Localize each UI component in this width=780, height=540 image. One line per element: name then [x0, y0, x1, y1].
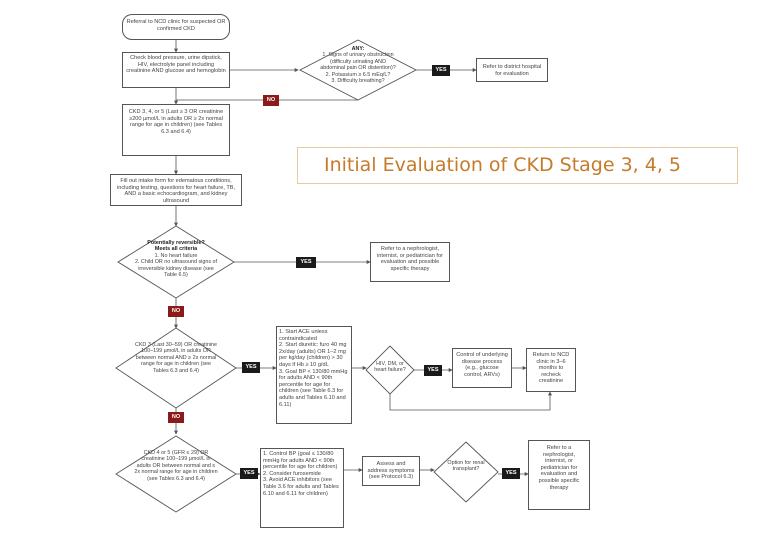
yes-tag-any: YES: [432, 65, 450, 76]
fill-intake-box: Fill out intake form for edematous condi…: [110, 174, 242, 206]
decision-hiv-diamond: [365, 345, 415, 395]
ckd45-action: 1. Control BP (goal ≤ 130/80 mmHg for ad…: [263, 451, 338, 471]
referral-text: Referral to NCD clinic for suspected OR …: [126, 19, 226, 32]
control-process-box: Control of underlying disease process (e…: [452, 348, 512, 388]
referral-box: Referral to NCD clinic for suspected OR …: [122, 14, 230, 40]
refer-hospital-text: Refer to district hospital for evaluatio…: [482, 64, 542, 77]
decision-ckd45-diamond: [115, 435, 237, 513]
no-tag-ckd3: NO: [168, 412, 184, 423]
decision-transplant-diamond: [433, 441, 499, 503]
ckd45-actions-list: 1. Control BP (goal ≤ 130/80 mmHg for ad…: [263, 451, 341, 497]
ckd345-text: CKD 3, 4, or 5 (Last ≥ 3 OR creatinine ≥…: [128, 109, 224, 135]
refer-hospital-box: Refer to district hospital for evaluatio…: [476, 58, 548, 82]
yes-tag-reversible: YES: [296, 257, 316, 268]
no-tag-reversible: NO: [168, 306, 184, 317]
any-decision-text: ANY: 1. Signs of urinary obstruction (di…: [318, 46, 398, 84]
slide-title-box: Initial Evaluation of CKD Stage 3, 4, 5: [297, 147, 738, 184]
reversible-subheading: Meets all criteria: [154, 246, 198, 253]
hiv-question-text: HIV, DM, or heart failure?: [374, 361, 406, 374]
ckd3-actions-box: 1. Start ACE unless contraindicated 2. S…: [276, 326, 352, 424]
ckd45-text: CKD 4 or 5 (GFR ≤ 29) OR creatinine 100–…: [134, 450, 218, 482]
assess-symptoms-text: Assess and address symptoms (see Protoco…: [367, 461, 415, 481]
yes-tag-transplant: YES: [502, 468, 520, 479]
any-heading: ANY:: [351, 46, 365, 52]
initial-workup-text: Check blood pressure, urine dipstick, HI…: [126, 55, 226, 75]
refer-final-box: Refer to a nephrologist, internist, or p…: [528, 440, 590, 510]
initial-workup-box: Check blood pressure, urine dipstick, HI…: [122, 52, 230, 88]
transplant-text: Option for renal transplant?: [447, 460, 485, 473]
reversible-decision-text: Potentially reversible? Meets all criter…: [134, 240, 218, 278]
any-item: 3. Difficulty breathing?: [331, 78, 385, 85]
assess-symptoms-box: Assess and address symptoms (see Protoco…: [362, 456, 420, 486]
ckd3-text: CKD 3 (Last 30–59) OR creatinine 100–199…: [134, 342, 218, 374]
ckd45-actions-box: 1. Control BP (goal ≤ 130/80 mmHg for ad…: [260, 448, 344, 528]
ckd45-decision-text: CKD 4 or 5 (GFR ≤ 29) OR creatinine 100–…: [134, 450, 218, 482]
yes-tag-hiv: YES: [424, 365, 442, 376]
refer-nephro-box: Refer to a nephrologist, internist, or p…: [370, 242, 450, 282]
yes-tag-ckd3: YES: [242, 362, 260, 373]
decision-ckd3-diamond: [115, 327, 237, 409]
ckd3-decision-text: CKD 3 (Last 30–59) OR creatinine 100–199…: [134, 342, 218, 374]
ckd3-action: 1. Start ACE unless contraindicated: [279, 329, 328, 342]
return-ncd-text: Return to NCD clinic in 3–6 months to re…: [532, 352, 570, 385]
any-item: 1. Signs of urinary obstruction (difficu…: [320, 52, 396, 72]
no-tag-any: NO: [263, 95, 279, 106]
any-item: 2. Potassium ≥ 6.5 mEq/L?: [325, 71, 391, 78]
ckd3-action: 2. Start diuretic: furo 40 mg 2x/day (ad…: [279, 342, 347, 368]
transplant-decision-text: Option for renal transplant?: [446, 460, 486, 473]
yes-tag-ckd45: YES: [240, 468, 258, 479]
reversible-item: 1. No heart failure: [154, 252, 198, 259]
refer-nephro-text: Refer to a nephrologist, internist, or p…: [377, 246, 443, 272]
refer-final-text: Refer to a nephrologist, internist, or p…: [538, 445, 580, 491]
reversible-heading: Potentially reversible?: [147, 240, 205, 246]
fill-intake-text: Fill out intake form for edematous condi…: [116, 178, 236, 204]
slide-title: Initial Evaluation of CKD Stage 3, 4, 5: [324, 154, 682, 176]
hiv-decision-text: HIV, DM, or heart failure?: [372, 361, 408, 374]
control-process-text: Control of underlying disease process (e…: [456, 352, 508, 378]
ckd45-action: 3. Avoid ACE inhibitors (see Table 3.6 f…: [263, 477, 339, 497]
ckd345-box: CKD 3, 4, or 5 (Last ≥ 3 OR creatinine ≥…: [122, 104, 230, 156]
decision-any-diamond: [299, 39, 417, 101]
decision-reversible-diamond: [117, 225, 235, 299]
return-ncd-box: Return to NCD clinic in 3–6 months to re…: [526, 348, 576, 392]
ckd45-action: 2. Consider furosemide: [263, 470, 321, 477]
ckd3-actions-list: 1. Start ACE unless contraindicated 2. S…: [279, 329, 349, 408]
ckd3-action: 3. Goal BP < 130/80 mmHg for adults AND …: [279, 368, 348, 408]
reversible-item: 2. Child OR no ultrasound signs of irrev…: [134, 259, 218, 279]
